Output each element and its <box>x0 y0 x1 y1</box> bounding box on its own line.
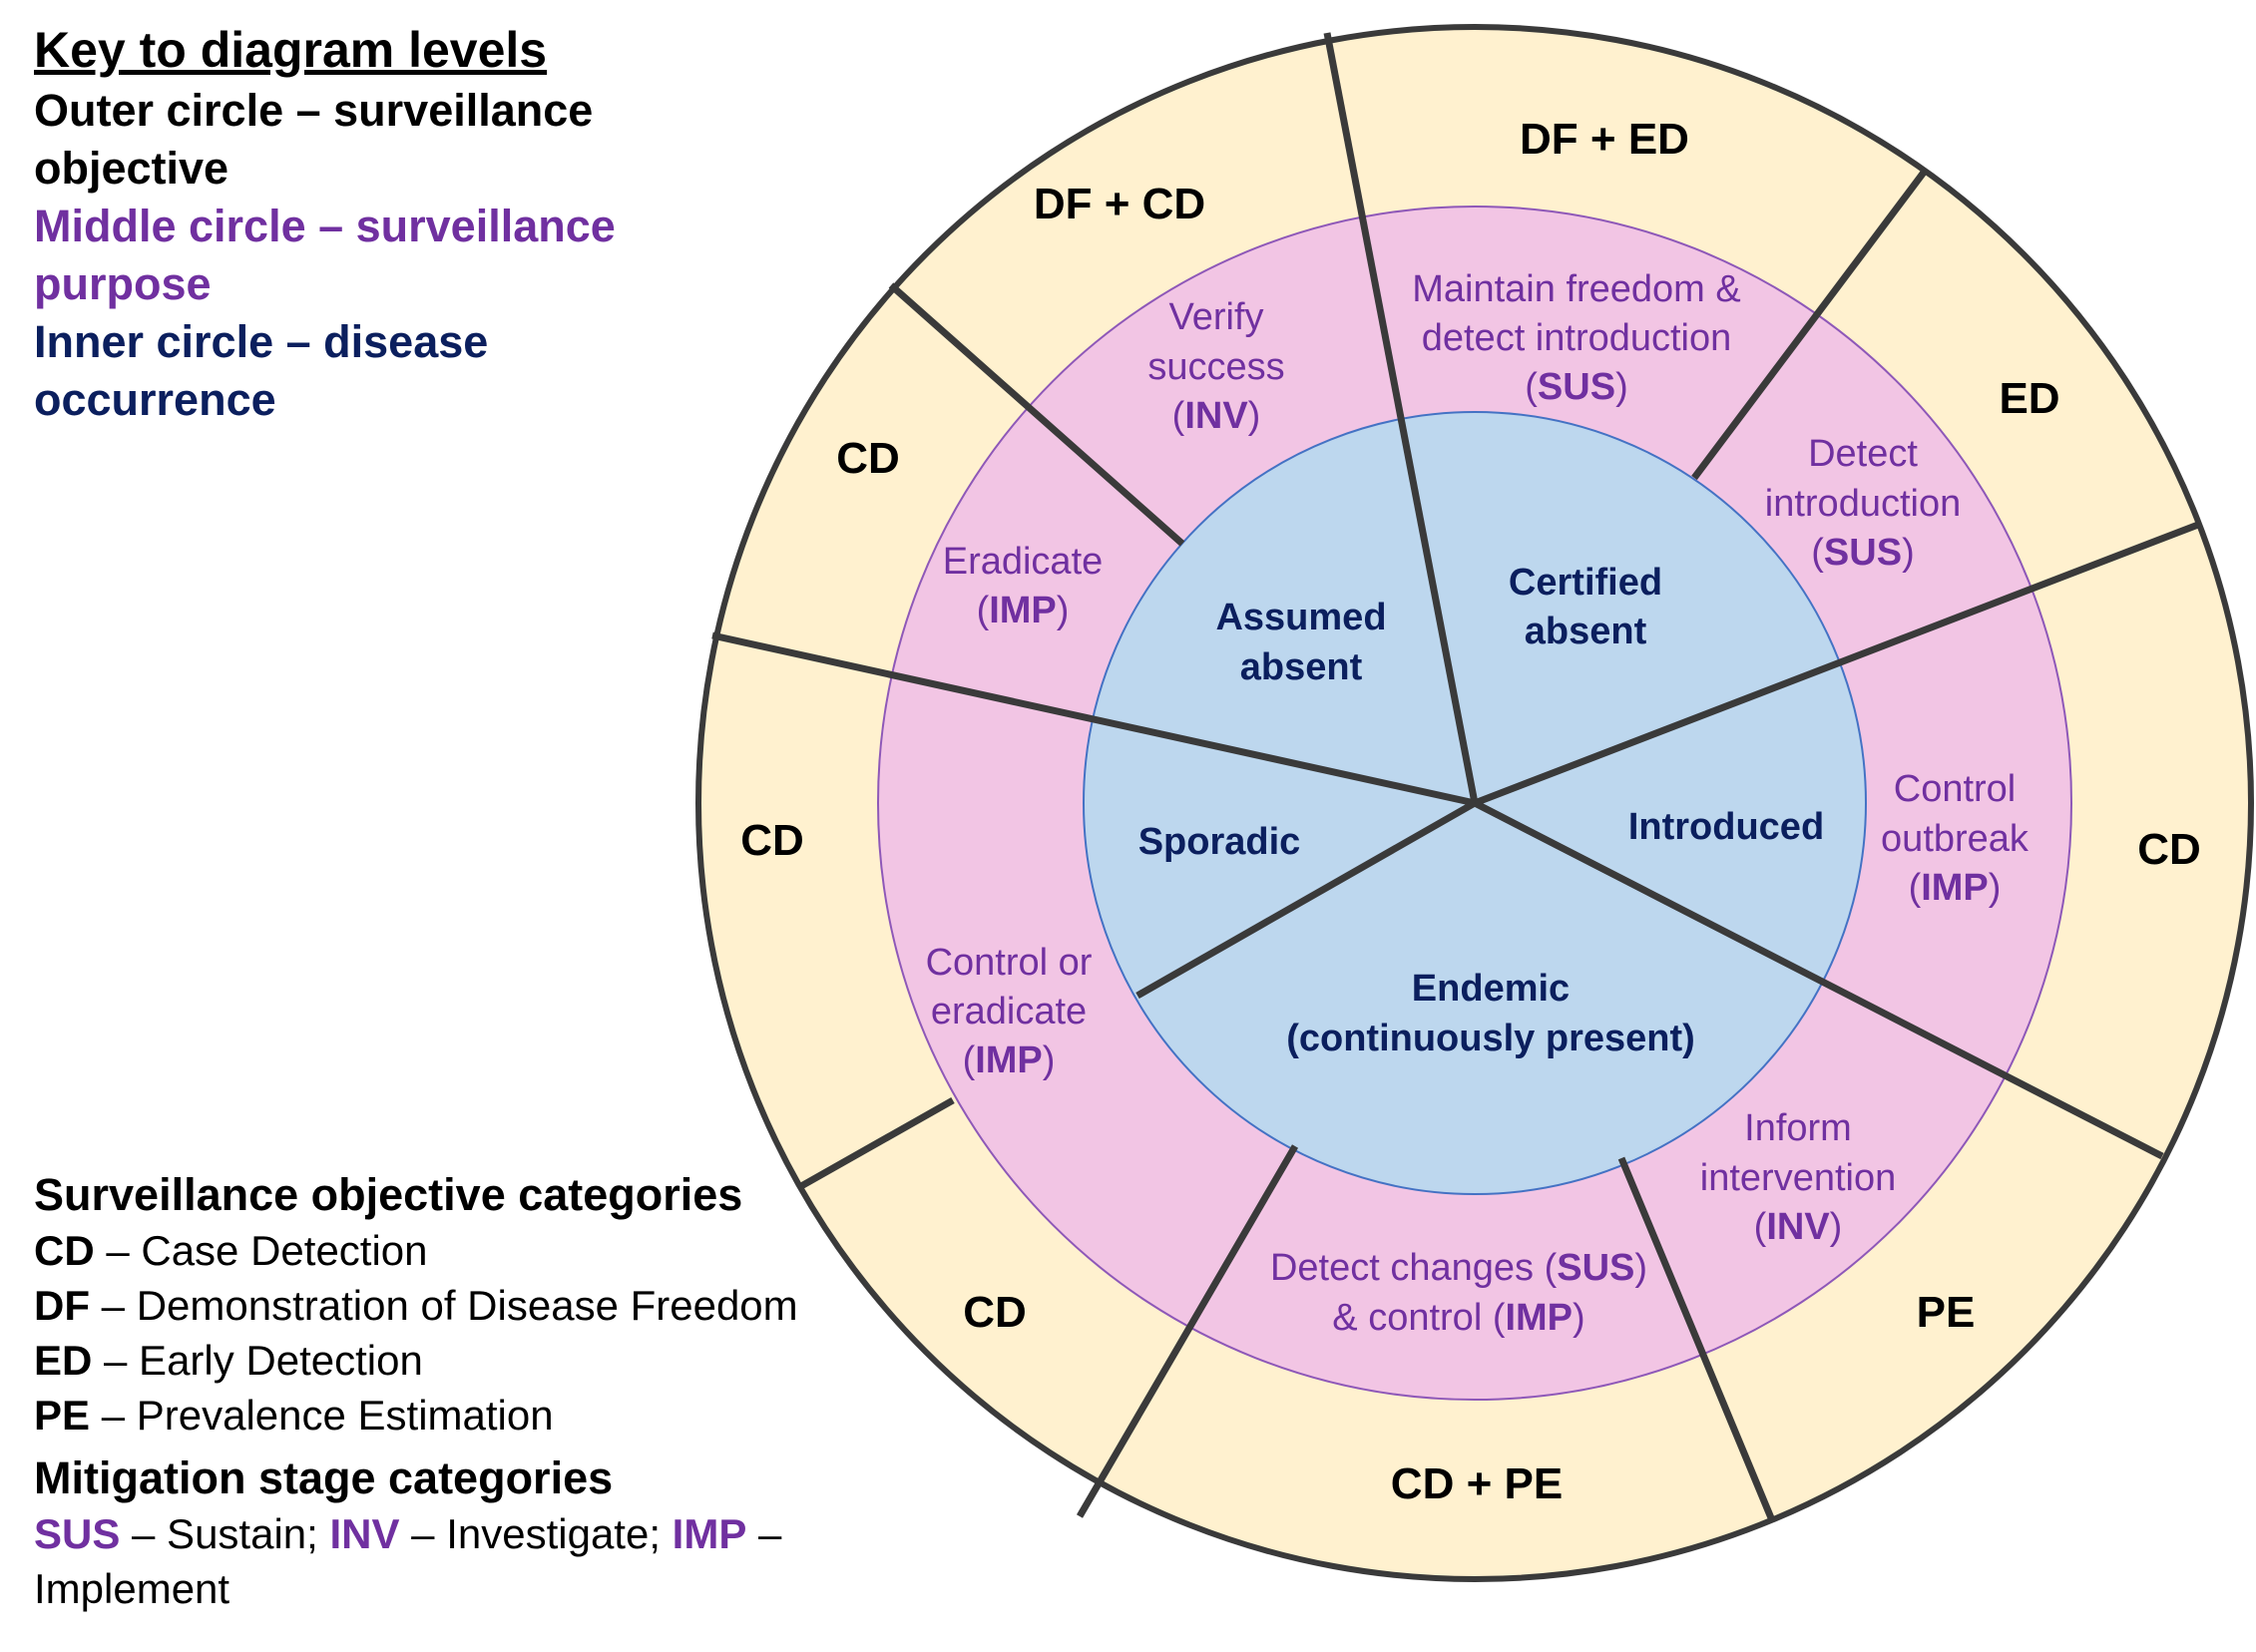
middle-label-detect-changes: Detect changes (SUS) & control (IMP) <box>1270 1247 1647 1339</box>
ring-dividers <box>799 167 1929 1522</box>
mitigation-categories: Mitigation stage categories SUS – Sustai… <box>34 1450 932 1616</box>
control-outbreak-line1: Control <box>1894 768 2017 810</box>
detect-intro-line2: introduction <box>1765 483 1961 525</box>
outer-label-df-cd: DF + CD <box>1034 180 1205 228</box>
assumed-line1: Assumed <box>1215 597 1386 638</box>
endemic-line1: Endemic <box>1412 968 1570 1010</box>
divider-lower-left-inner <box>1135 799 1477 1000</box>
key-middle-line1: Middle circle – surveillance <box>34 201 616 251</box>
inner-label-assumed-absent: Assumed absent <box>1215 597 1386 688</box>
control-outbreak-code: (IMP) <box>1909 867 2002 909</box>
assumed-line2: absent <box>1240 646 1363 688</box>
divider-maintain-detect <box>1691 167 1929 481</box>
key-inner-line2: occurrence <box>34 374 276 425</box>
outer-label-cd-bottom-left: CD <box>963 1288 1027 1337</box>
objective-category-df: DF – Demonstration of Disease Freedom <box>34 1282 798 1329</box>
key-outer-line2: objective <box>34 143 229 194</box>
key-middle-line2: purpose <box>34 258 212 309</box>
maintain-code: (SUS) <box>1525 366 1627 408</box>
certified-line2: absent <box>1525 611 1647 652</box>
outer-label-cd-left: CD <box>740 816 804 865</box>
divider-endemic-right <box>1617 1156 1776 1522</box>
control-eradicate-line1: Control or <box>926 942 1093 984</box>
eradicate-code: (IMP) <box>977 590 1070 631</box>
inner-label-introduced: Introduced <box>1628 806 1824 848</box>
middle-label-control-or-eradicate: Control or eradicate (IMP) <box>926 942 1093 1081</box>
divider-lower-right <box>1473 799 2164 1160</box>
detect-changes-line2: & control (IMP) <box>1332 1297 1584 1339</box>
outer-label-ed: ED <box>1999 374 2059 423</box>
inner-label-sporadic: Sporadic <box>1138 821 1301 863</box>
middle-label-eradicate: Eradicate (IMP) <box>943 541 1104 631</box>
mitigation-categories-title: Mitigation stage categories <box>34 1452 614 1503</box>
control-eradicate-code: (IMP) <box>963 1039 1056 1081</box>
detect-intro-code: (SUS) <box>1811 532 1914 574</box>
inform-code: (INV) <box>1754 1206 1843 1248</box>
key-title: Key to diagram levels <box>34 22 548 78</box>
verify-line2: success <box>1147 346 1284 388</box>
divider-control-eradicate-outer <box>799 1096 955 1190</box>
objective-categories-title: Surveillance objective categories <box>34 1169 743 1220</box>
key-inner-line1: Inner circle – disease <box>34 316 489 367</box>
divider-top <box>1323 32 1479 804</box>
verify-code: (INV) <box>1172 395 1261 437</box>
eradicate-line1: Eradicate <box>943 541 1104 583</box>
endemic-line2: (continuously present) <box>1286 1018 1695 1059</box>
middle-label-control-outbreak: Control outbreak (IMP) <box>1881 768 2030 909</box>
outer-label-pe: PE <box>1917 1288 1976 1337</box>
sector-dividers <box>711 32 2200 1160</box>
mitigation-categories-line2: Implement <box>34 1565 230 1612</box>
detect-changes-line1: Detect changes (SUS) <box>1270 1247 1647 1289</box>
inner-label-endemic: Endemic (continuously present) <box>1286 968 1695 1059</box>
key-outer-line1: Outer circle – surveillance <box>34 85 594 136</box>
control-outbreak-line2: outbreak <box>1881 818 2030 860</box>
inform-line2: intervention <box>1700 1157 1896 1199</box>
divider-right <box>1473 521 2200 807</box>
divider-verify-eradicate <box>888 282 1185 547</box>
outer-label-cd-right: CD <box>2137 825 2201 874</box>
outer-label-cd-pe: CD + PE <box>1391 1459 1563 1508</box>
divider-left <box>711 631 1476 807</box>
objective-category-ed: ED – Early Detection <box>34 1337 423 1384</box>
certified-line1: Certified <box>1509 562 1662 604</box>
inner-label-certified-absent: Certified absent <box>1509 562 1662 652</box>
divider-endemic-left <box>1076 1144 1299 1518</box>
inform-line1: Inform <box>1744 1107 1852 1149</box>
maintain-line2: detect introduction <box>1422 317 1732 359</box>
outer-label-df-ed: DF + ED <box>1520 115 1689 164</box>
objective-category-pe: PE – Prevalence Estimation <box>34 1392 554 1439</box>
control-eradicate-line2: eradicate <box>931 991 1087 1032</box>
category-legend: Surveillance objective categories CD – C… <box>34 1167 932 1616</box>
middle-label-inform-intervention: Inform intervention (INV) <box>1700 1107 1896 1248</box>
diagram-key: Key to diagram levels Outer circle – sur… <box>34 18 932 429</box>
detect-intro-line1: Detect <box>1808 433 1918 475</box>
mitigation-categories-line1: SUS – Sustain; INV – Investigate; IMP – <box>34 1510 782 1557</box>
objective-category-cd: CD – Case Detection <box>34 1227 428 1274</box>
middle-label-detect-introduction: Detect introduction (SUS) <box>1765 433 1961 574</box>
middle-label-maintain: Maintain freedom & detect introduction (… <box>1412 268 1741 408</box>
verify-line1: Verify <box>1168 296 1263 338</box>
middle-label-verify: Verify success (INV) <box>1147 296 1284 437</box>
outer-label-cd-top-left: CD <box>836 434 900 483</box>
maintain-line1: Maintain freedom & <box>1412 268 1741 310</box>
